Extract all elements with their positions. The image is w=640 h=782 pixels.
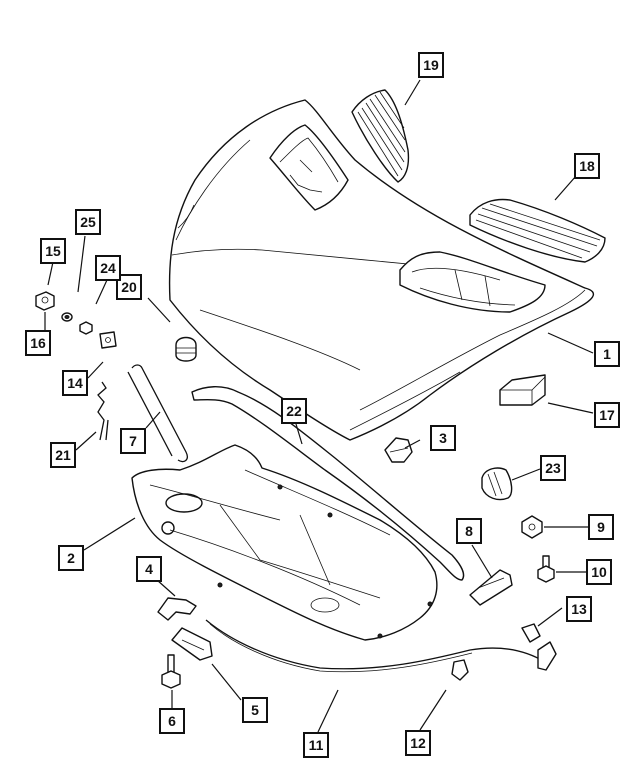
flange-nut-9 [521,515,543,539]
callout-16: 16 [25,330,51,356]
cable-bracket-4 [157,597,197,621]
callout-25: 25 [75,209,101,235]
callout-15: 15 [40,238,66,264]
leader-lines [44,79,594,733]
release-handle-13 [521,623,557,671]
hood-panel [168,99,595,441]
scoop-grille-right [469,198,606,263]
callout-18: 18 [574,153,600,179]
callout-13: 13 [566,596,592,622]
bolt-16 [35,291,55,311]
cable-clip-12 [451,659,469,681]
callout-20: 20 [116,274,142,300]
latch-striker-8 [469,569,513,606]
callout-21: 21 [50,442,76,468]
callout-4: 4 [136,556,162,582]
bolt-6 [161,654,181,689]
nut-24 [79,321,93,335]
callout-3: 3 [430,425,456,451]
hood-silencer-pad [131,444,438,641]
callout-5: 5 [242,697,268,723]
insulator-block-17 [499,374,546,406]
callout-1: 1 [594,341,620,367]
retainer-clip-3 [384,437,413,463]
callout-23: 23 [540,455,566,481]
hood-bumper [175,336,197,362]
scoop-grille-left [351,89,410,183]
bolt-10 [537,555,555,583]
callout-6: 6 [159,708,185,734]
rod-spring-clip [97,381,109,441]
callout-9: 9 [588,514,614,540]
callout-2: 2 [58,545,84,571]
hood-latch-5 [171,627,213,661]
release-cable [205,619,546,673]
callout-24: 24 [95,255,121,281]
callout-10: 10 [586,559,612,585]
callout-14: 14 [62,370,88,396]
callout-11: 11 [303,732,329,758]
tape-roll-23 [481,467,513,501]
washer-25 [61,312,73,322]
callout-8: 8 [456,518,482,544]
clip-14 [99,331,117,349]
callout-19: 19 [418,52,444,78]
callout-7: 7 [120,428,146,454]
hood-prop-rod [127,364,188,463]
callout-22: 22 [281,398,307,424]
callout-17: 17 [594,402,620,428]
callout-12: 12 [405,730,431,756]
